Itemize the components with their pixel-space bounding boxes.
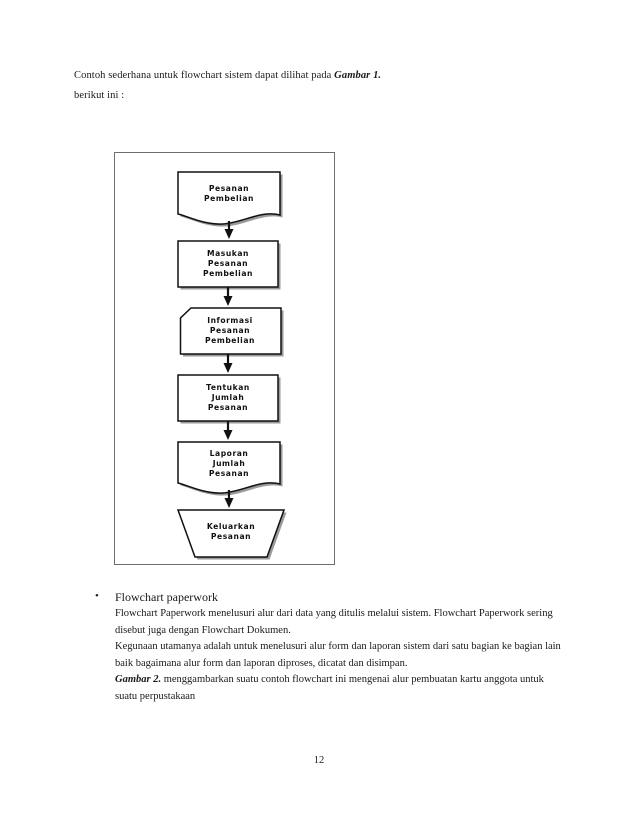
node-label-line: Pesanan xyxy=(210,326,250,335)
intro-line2-text: berikut ini : xyxy=(74,90,125,101)
node-label-line: Pesanan xyxy=(211,532,251,541)
flow-connector-4 xyxy=(223,421,233,440)
paragraph-1: Flowchart Paperwork menelusuri alur dari… xyxy=(115,608,553,636)
gambar-1-reference: Gambar 1. xyxy=(334,70,382,81)
paragraph-3-rest: menggambarkan suatu contoh flowchart ini… xyxy=(115,674,544,702)
flow-node-pesanan-pembelian: Pesanan Pembelian xyxy=(177,171,283,227)
node-label-line: Pesanan xyxy=(208,403,248,412)
flow-connector-1 xyxy=(224,221,234,239)
intro-paragraph: Contoh sederhana untuk flowchart sistem … xyxy=(74,66,574,106)
node-label-line: Pesanan xyxy=(209,469,249,478)
bullet-point-icon: • xyxy=(95,590,99,602)
node-label-line: Tentukan xyxy=(206,383,250,392)
bullet-body-text: Flowchart Paperwork menelusuri alur dari… xyxy=(95,606,565,705)
flow-node-tentukan-jumlah-pesanan: Tentukan Jumlah Pesanan xyxy=(177,374,281,424)
flowchart-paperwork-section: • Flowchart paperwork Flowchart Paperwor… xyxy=(95,588,565,705)
node-label-line: Pembelian xyxy=(203,269,253,278)
node-label-line: Pembelian xyxy=(205,336,255,345)
node-label-line: Pesanan xyxy=(209,184,249,193)
flow-connector-5 xyxy=(224,490,234,508)
flow-connector-2 xyxy=(223,287,233,306)
flow-node-masukan-pesanan-pembelian: Masukan Pesanan Pembelian xyxy=(177,240,281,290)
intro-line1-text: Contoh sederhana untuk flowchart sistem … xyxy=(74,70,335,81)
flow-node-keluarkan-pesanan: Keluarkan Pesanan xyxy=(176,509,287,560)
node-label-line: Jumlah xyxy=(211,393,245,402)
node-label-line: Laporan xyxy=(210,449,249,458)
node-label-line: Pembelian xyxy=(204,194,254,203)
node-label-line: Informasi xyxy=(207,316,253,325)
bullet-item-title: Flowchart paperwork xyxy=(115,590,218,604)
gambar-2-reference: Gambar 2. xyxy=(115,674,162,685)
flow-node-informasi-pesanan-pembelian: Informasi Pesanan Pembelian xyxy=(179,307,284,357)
flow-node-laporan-jumlah-pesanan: Laporan Jumlah Pesanan xyxy=(177,441,283,496)
flowchart-figure-frame: Pesanan Pembelian Masukan Pesanan Pembel… xyxy=(114,152,335,565)
flowchart-diagram: Pesanan Pembelian Masukan Pesanan Pembel… xyxy=(176,171,287,560)
paragraph-2: Kegunaan utamanya adalah untuk menelusur… xyxy=(115,641,561,669)
node-label-line: Masukan xyxy=(207,249,249,258)
bullet-list-item: • Flowchart paperwork xyxy=(95,588,565,606)
node-label-line: Pesanan xyxy=(208,259,248,268)
node-label-line: Jumlah xyxy=(212,459,246,468)
page-number: 12 xyxy=(313,755,325,766)
flow-connector-3 xyxy=(223,354,233,373)
node-label-line: Keluarkan xyxy=(207,522,255,531)
paragraph-3: Gambar 2. menggambarkan suatu contoh flo… xyxy=(115,672,565,705)
